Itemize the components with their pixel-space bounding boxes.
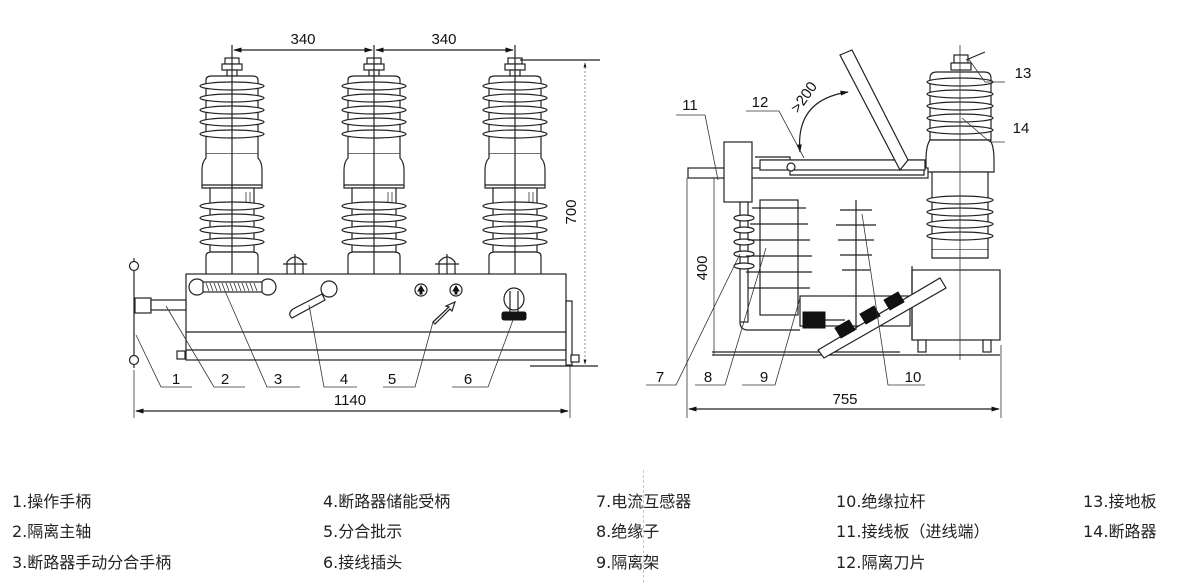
dim-height-400: 400 (694, 255, 711, 280)
legend-item: 3.断路器手动分合手柄 (12, 553, 172, 572)
manual-open-close-handle (188, 278, 277, 296)
legend-item: 6.接线插头 (323, 553, 403, 572)
side-view: >200 400 (646, 45, 1031, 418)
legend-item: 13.接地板 (1083, 492, 1157, 511)
parts-legend: 1.操作手柄 2.隔离主轴 3.断路器手动分合手柄 4.断路器储能受柄 5.分合… (0, 480, 1195, 583)
legend-item: 5.分合批示 (323, 522, 403, 541)
operating-handle (128, 258, 187, 368)
legend-item: 14.断路器 (1083, 522, 1157, 541)
technical-drawing: 340 340 700 1140 1 2 3 4 5 6 (128, 31, 1031, 418)
dim-clearance-200: >200 (788, 79, 821, 116)
energy-storage-handle (289, 280, 338, 319)
wiring-plug (501, 287, 527, 321)
callout-10: 10 (905, 369, 922, 386)
callout-4: 4 (340, 371, 348, 388)
legend-item: 9.隔离架 (596, 553, 660, 572)
callout-13: 13 (1015, 65, 1032, 82)
dim-overall-width-755: 755 (832, 391, 857, 408)
isolation-blade-open (839, 49, 909, 172)
callout-3: 3 (274, 371, 282, 388)
dim-pole-spacing-left: 340 (290, 31, 315, 48)
dim-height-700: 700 (563, 199, 580, 224)
terminal-block (723, 141, 753, 203)
dim-pole-spacing-right: 340 (431, 31, 456, 48)
divider (643, 470, 644, 583)
callout-2: 2 (221, 371, 229, 388)
circuit-breaker-pole (911, 51, 1001, 353)
insulating-rod (802, 200, 947, 359)
open-close-indicator (414, 283, 463, 325)
support-insulator (746, 199, 812, 316)
callout-6: 6 (464, 371, 472, 388)
front-view: 340 340 700 1140 1 2 3 4 5 6 (128, 31, 600, 418)
dim-overall-width-1140: 1140 (334, 392, 366, 409)
callout-11: 11 (682, 97, 698, 114)
callout-12: 12 (752, 94, 769, 111)
callout-14: 14 (1013, 120, 1030, 137)
callout-5: 5 (388, 371, 396, 388)
callout-9: 9 (760, 369, 768, 386)
callout-1: 1 (172, 371, 180, 388)
legend-item: 7.电流互感器 (596, 492, 692, 511)
isolation-blade (759, 159, 926, 171)
legend-item: 2.隔离主轴 (12, 522, 92, 541)
legend-item: 10.绝缘拉杆 (836, 492, 926, 511)
legend-item: 8.绝缘子 (596, 522, 660, 541)
callout-8: 8 (704, 369, 712, 386)
callout-7: 7 (656, 369, 664, 386)
legend-item: 4.断路器储能受柄 (323, 492, 451, 511)
legend-item: 11.接线板（进线端） (836, 522, 990, 541)
legend-item: 1.操作手柄 (12, 492, 92, 511)
legend-item: 12.隔离刀片 (836, 553, 926, 572)
